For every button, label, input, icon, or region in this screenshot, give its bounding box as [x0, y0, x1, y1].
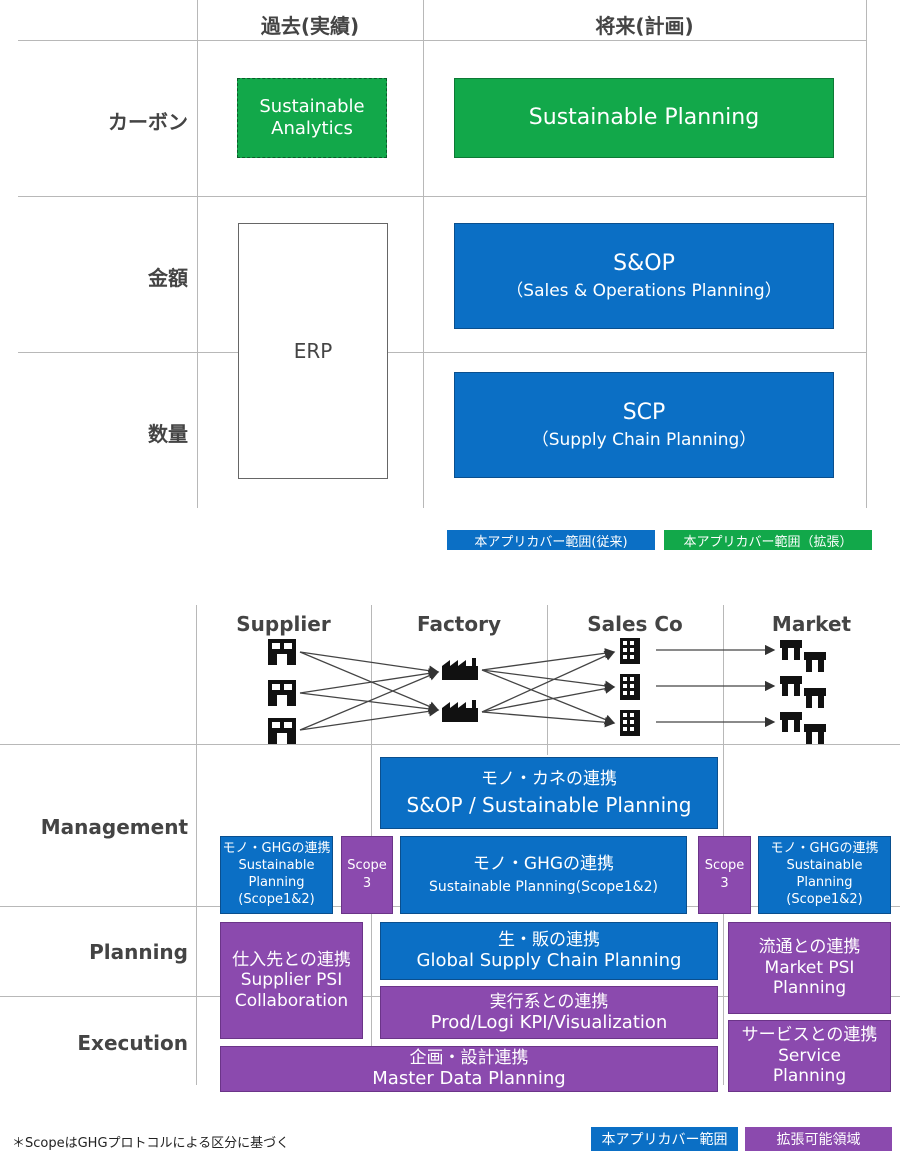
scope-footnote: ＊ScopeはGHGプロトコルによる区分に基づく [12, 1136, 290, 1151]
right-ghg-line3: Planning [796, 875, 853, 890]
left-ghg-line1: モノ・GHGの連携 [222, 841, 331, 857]
prod-logi-line2: Prod/Logi KPI/Visualization [430, 1011, 668, 1033]
column-header-supplier: Supplier [236, 612, 331, 636]
left-ghg-line3: Planning [248, 875, 305, 890]
service-planning-box: サービスとの連携 Service Planning [728, 1020, 891, 1092]
market-psi-box: 流通との連携 Market PSI Planning [728, 922, 891, 1014]
row-label-quantity: 数量 [148, 422, 188, 446]
column-header-salesco: Sales Co [587, 612, 683, 636]
row-label-amount: 金額 [148, 266, 188, 290]
row-label-management: Management [40, 815, 188, 839]
building-icon [268, 680, 296, 706]
right-ghg-line4: (Scope1&2) [786, 891, 863, 907]
mgmt-center-line2: S&OP / Sustainable Planning [406, 792, 692, 817]
gscp-box: 生・販の連携 Global Supply Chain Planning [380, 922, 718, 980]
service-line1: サービスとの連携 [741, 1025, 878, 1046]
scope3-right-box: Scope 3 [698, 836, 751, 914]
left-ghg-box: モノ・GHGの連携 Sustainable Planning (Scope1&2… [220, 836, 333, 914]
legend-green-extended: 本アプリカバー範囲（拡張） [664, 530, 872, 550]
left-ghg-line2: Sustainable [238, 858, 315, 874]
shops-icon [780, 712, 826, 744]
office-building-icon [620, 710, 640, 736]
sustainable-analytics-line1: Sustainable [259, 96, 365, 118]
shops-icon [780, 676, 826, 708]
office-building-icon [620, 638, 640, 664]
left-ghg-line4: (Scope1&2) [238, 891, 315, 907]
legend-blue-coverage: 本アプリカバー範囲 [591, 1127, 738, 1151]
legend-purple-expandable: 拡張可能領域 [745, 1127, 892, 1151]
column-header-factory: Factory [416, 612, 502, 636]
market-psi-line2: Market PSI [764, 957, 855, 978]
arrow-icon [299, 644, 776, 731]
sustainable-planning-box: Sustainable Planning [454, 78, 834, 158]
office-building-icon [620, 674, 640, 700]
gscp-line2: Global Supply Chain Planning [416, 950, 682, 972]
center-ghg-line1: モノ・GHGの連携 [472, 854, 615, 875]
sop-subtitle: （Sales & Operations Planning） [506, 281, 782, 301]
supplier-psi-line2: Supplier PSI [240, 970, 343, 991]
sop-sustainable-planning-box: モノ・カネの連携 S&OP / Sustainable Planning [380, 757, 718, 829]
right-ghg-line1: モノ・GHGの連携 [770, 841, 879, 857]
scope3-left-box: Scope 3 [341, 836, 393, 914]
master-data-line2: Master Data Planning [372, 1068, 566, 1090]
scope3-left-line2: 3 [362, 876, 372, 891]
master-data-box: 企画・設計連携 Master Data Planning [220, 1046, 718, 1092]
column-header-market: Market [771, 612, 852, 636]
prod-logi-line1: 実行系との連携 [489, 991, 609, 1012]
market-psi-line3: Planning [772, 978, 847, 999]
supplier-psi-box: 仕入先との連携 Supplier PSI Collaboration [220, 922, 363, 1039]
gscp-line1: 生・販の連携 [498, 930, 600, 950]
sustainable-planning-label: Sustainable Planning [528, 104, 760, 130]
scp-subtitle: （Supply Chain Planning） [531, 430, 757, 450]
service-line3: Planning [772, 1066, 847, 1087]
column-header-past: 過去(実績) [260, 14, 360, 38]
mgmt-center-line1: モノ・カネの連携 [481, 769, 617, 790]
right-ghg-box: モノ・GHGの連携 Sustainable Planning (Scope1&2… [758, 836, 891, 914]
column-header-future: 将来(計画) [595, 14, 694, 38]
master-data-line1: 企画・設計連携 [409, 1048, 529, 1068]
supplier-psi-line3: Collaboration [234, 990, 349, 1011]
service-line2: Service [778, 1045, 841, 1066]
scope3-left-line1: Scope [347, 857, 387, 873]
row-label-carbon: カーボン [108, 110, 188, 134]
building-icon [268, 718, 296, 744]
center-ghg-box: モノ・GHGの連携 Sustainable Planning(Scope1&2) [400, 836, 687, 914]
scp-box: SCP （Supply Chain Planning） [454, 372, 834, 478]
shops-icon [780, 640, 826, 672]
factory-icon [442, 658, 478, 680]
building-icon [268, 639, 296, 665]
center-ghg-line2: Sustainable Planning(Scope1&2) [429, 878, 658, 895]
erp-label: ERP [293, 339, 333, 363]
supplier-psi-line1: 仕入先との連携 [232, 949, 351, 970]
factory-icon [442, 700, 478, 722]
sustainable-analytics-line2: Analytics [271, 118, 353, 139]
row-label-planning: Planning [89, 940, 188, 964]
scope3-right-line1: Scope [704, 857, 745, 873]
scope3-right-line2: 3 [720, 876, 729, 891]
sustainable-analytics-box: Sustainable Analytics [237, 78, 387, 158]
supply-chain-flow [268, 638, 826, 744]
sop-box: S&OP （Sales & Operations Planning） [454, 223, 834, 329]
erp-box: ERP [238, 223, 388, 479]
right-ghg-line2: Sustainable [786, 858, 863, 874]
row-label-execution: Execution [77, 1031, 188, 1055]
market-psi-line1: 流通との連携 [758, 937, 861, 958]
legend-blue-traditional: 本アプリカバー範囲(従来) [447, 530, 655, 550]
prod-logi-box: 実行系との連携 Prod/Logi KPI/Visualization [380, 986, 718, 1039]
sop-title: S&OP [613, 250, 675, 276]
scp-title: SCP [622, 399, 666, 425]
